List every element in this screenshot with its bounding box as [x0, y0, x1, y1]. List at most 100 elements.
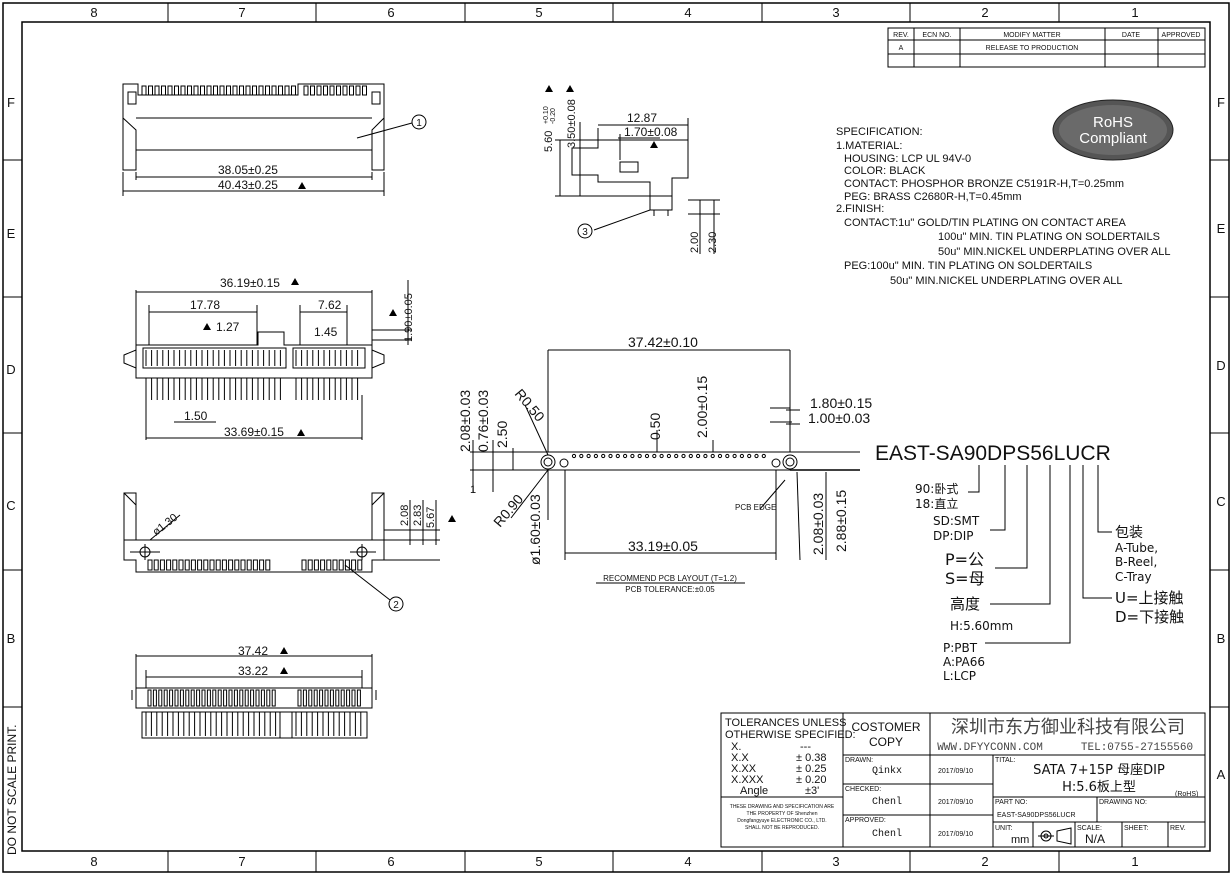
contact-tooth	[209, 559, 215, 571]
contact-tooth	[197, 559, 203, 571]
dim-label: 7.62	[318, 298, 342, 312]
row-label: C	[6, 498, 15, 513]
contact-tooth	[265, 85, 270, 96]
col-label: 4	[684, 854, 691, 869]
key-triangles	[545, 85, 658, 148]
rev-cell: A	[899, 45, 904, 52]
dim-tol: +0.10	[543, 106, 550, 124]
company-tel: TEL:0755-27155560	[1081, 742, 1193, 754]
rev-cell: RELEASE TO PRODUCTION	[986, 45, 1079, 52]
pcb-pad	[644, 453, 650, 459]
solder-pin	[185, 689, 190, 707]
dim-label: 17.78	[190, 298, 220, 312]
row-label: C	[1216, 494, 1225, 509]
dim-label: 37.42	[238, 644, 268, 658]
option-text: P=公	[945, 550, 984, 569]
solder-pin	[163, 689, 168, 707]
contact-tooth	[221, 559, 227, 571]
tol-val: ±3'	[805, 785, 819, 797]
contact-tooth	[316, 85, 322, 96]
pcb-pad	[688, 453, 693, 459]
contact-tooth	[172, 559, 178, 571]
option-text: U=上接触	[1115, 589, 1184, 607]
solder-pin	[260, 689, 265, 707]
bottom-view	[131, 654, 377, 739]
dim-label: 2.00	[689, 232, 701, 253]
rev-label: REV.	[1170, 825, 1186, 832]
contact-tooth	[252, 85, 257, 96]
dim-label: R0.50	[512, 386, 548, 425]
pcb-edge-label: PCB EDGE	[735, 503, 776, 512]
contact-tooth	[278, 85, 283, 96]
contact-tooth	[180, 85, 186, 96]
pcb-pad	[608, 453, 613, 459]
tol-key: X.XXX	[731, 774, 764, 786]
option-text: SD:SMT	[933, 514, 980, 528]
pcb-pad	[696, 453, 701, 459]
pcb-pad	[761, 453, 766, 459]
solder-pin	[179, 689, 184, 707]
contact-tooth	[336, 85, 341, 96]
specification-block: SPECIFICATION: 1.MATERIAL: HOUSING: LCP …	[836, 126, 1171, 287]
dim-label: ø1.30	[150, 512, 180, 539]
spec-line: 2.FINISH:	[836, 203, 884, 215]
option-text: 18:直立	[915, 496, 958, 511]
spec-line: SPECIFICATION:	[836, 126, 923, 138]
spec-line: CONTACT:1u" GOLD/TIN PLATING ON CONTACT …	[844, 217, 1126, 229]
contact-tooth	[258, 85, 264, 96]
key-triangles	[280, 647, 288, 674]
tol-key: X.	[731, 741, 741, 753]
pcb-pad	[710, 453, 715, 459]
rohs-line1: RoHS	[1093, 114, 1133, 131]
top-view-dims: 38.05±0.25 40.43±0.25 1	[218, 118, 422, 192]
solder-pin	[152, 689, 157, 707]
do-not-scale-note: DO NOT SCALE PRINT.	[5, 725, 19, 855]
tol-key: X.XX	[731, 763, 757, 775]
contact-tooth	[239, 85, 244, 96]
option-text: 90:卧式	[915, 482, 958, 496]
dim-label: 36.19±0.15	[220, 276, 280, 290]
rev-col-header: REV.	[893, 32, 909, 39]
contact-tooth	[246, 559, 252, 571]
solder-pin	[271, 689, 276, 707]
contact-tooth	[320, 559, 326, 571]
pcb-layout-dims: 37.42±0.10 2.08±0.03 0.76±0.03 2.50 R0.5…	[457, 334, 872, 594]
drawn-label: DRAWN:	[845, 757, 873, 764]
customer-copy: COPY	[869, 735, 903, 749]
pcb-pad	[579, 453, 584, 459]
dim-label: 2.50	[494, 421, 510, 448]
row-label: B	[1217, 631, 1226, 646]
notice-line: THE PROPERTY OF Shenzhen	[747, 811, 818, 817]
col-label: 5	[535, 5, 542, 20]
pcb-pad	[754, 453, 759, 459]
unit-label: UNIT:	[995, 825, 1013, 832]
dim-label: 33.22	[238, 664, 268, 678]
dim-tol: -0.20	[550, 108, 557, 124]
title-block: TOLERANCES UNLESS OTHERWISE SPECIFIED: X…	[720, 712, 1206, 848]
contact-tooth	[245, 85, 251, 96]
contact-tooth	[265, 559, 271, 571]
dim-label: 1.27	[216, 320, 240, 334]
row-label: A	[1217, 767, 1226, 782]
option-text: A:PA66	[943, 655, 985, 669]
solder-pin	[302, 689, 307, 707]
drawn-date: 2017/09/10	[938, 768, 973, 775]
tol-title: TOLERANCES UNLESS	[725, 717, 846, 729]
contact-tooth	[240, 559, 246, 571]
dim-label: 1.80±0.15	[810, 395, 872, 411]
contact-tooth	[203, 559, 209, 571]
option-text: DP:DIP	[933, 529, 974, 543]
contact-tooth	[349, 85, 354, 96]
dim-label: R0.90	[490, 491, 526, 530]
contact-tooth	[166, 559, 172, 571]
contact-tooth	[362, 85, 367, 96]
callout-number: 2	[393, 600, 399, 611]
part-code: EAST-SA90DPS56LUCR	[875, 442, 1111, 465]
pcb-pad	[571, 453, 577, 459]
option-text: L:LCP	[943, 669, 976, 683]
solder-pin	[190, 689, 195, 707]
rohs-line2: Compliant	[1079, 130, 1147, 147]
solder-pin	[266, 689, 271, 707]
row-label: E	[1217, 221, 1226, 236]
